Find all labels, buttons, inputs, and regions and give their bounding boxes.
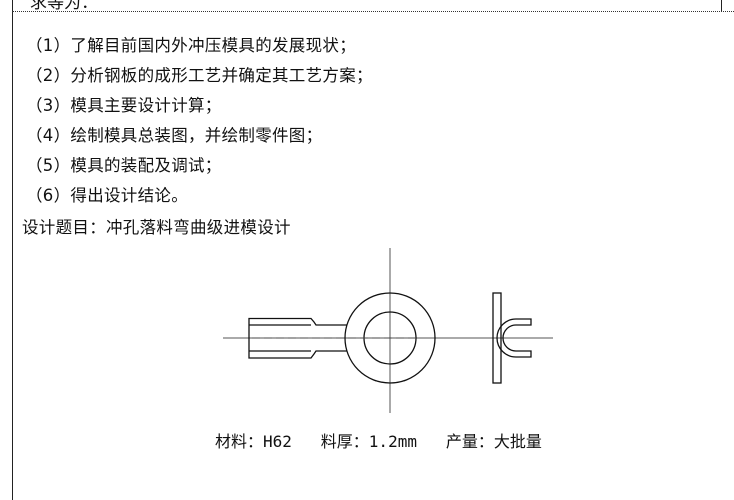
design-title: 设计题目：冲孔落料弯曲级进模设计	[22, 218, 291, 237]
task-item-6: （6）得出设计结论。	[26, 186, 188, 205]
outer-ring	[344, 292, 436, 384]
table-border-left	[12, 0, 13, 500]
task-item-2: （2）分析钢板的成形工艺并确定其工艺方案；	[26, 66, 373, 85]
side-view-plate	[492, 292, 502, 384]
task-item-3: （3）模具主要设计计算；	[26, 96, 222, 115]
table-border-right	[721, 0, 722, 12]
task-item-1: （1）了解目前国内外冲压模具的发展现状；	[26, 36, 356, 55]
material-caption: 材料：H62 料厚：1.2mm 产量：大批量	[215, 432, 542, 451]
task-item-4: （4）绘制模具总装图，并绘制零件图；	[26, 126, 323, 145]
clipped-text: 求等为：	[30, 0, 98, 13]
tab-outline	[248, 317, 347, 359]
task-item-5: （5）模具的装配及调试；	[26, 156, 222, 175]
side-view-bend	[496, 318, 532, 358]
dotted-divider	[12, 11, 734, 12]
